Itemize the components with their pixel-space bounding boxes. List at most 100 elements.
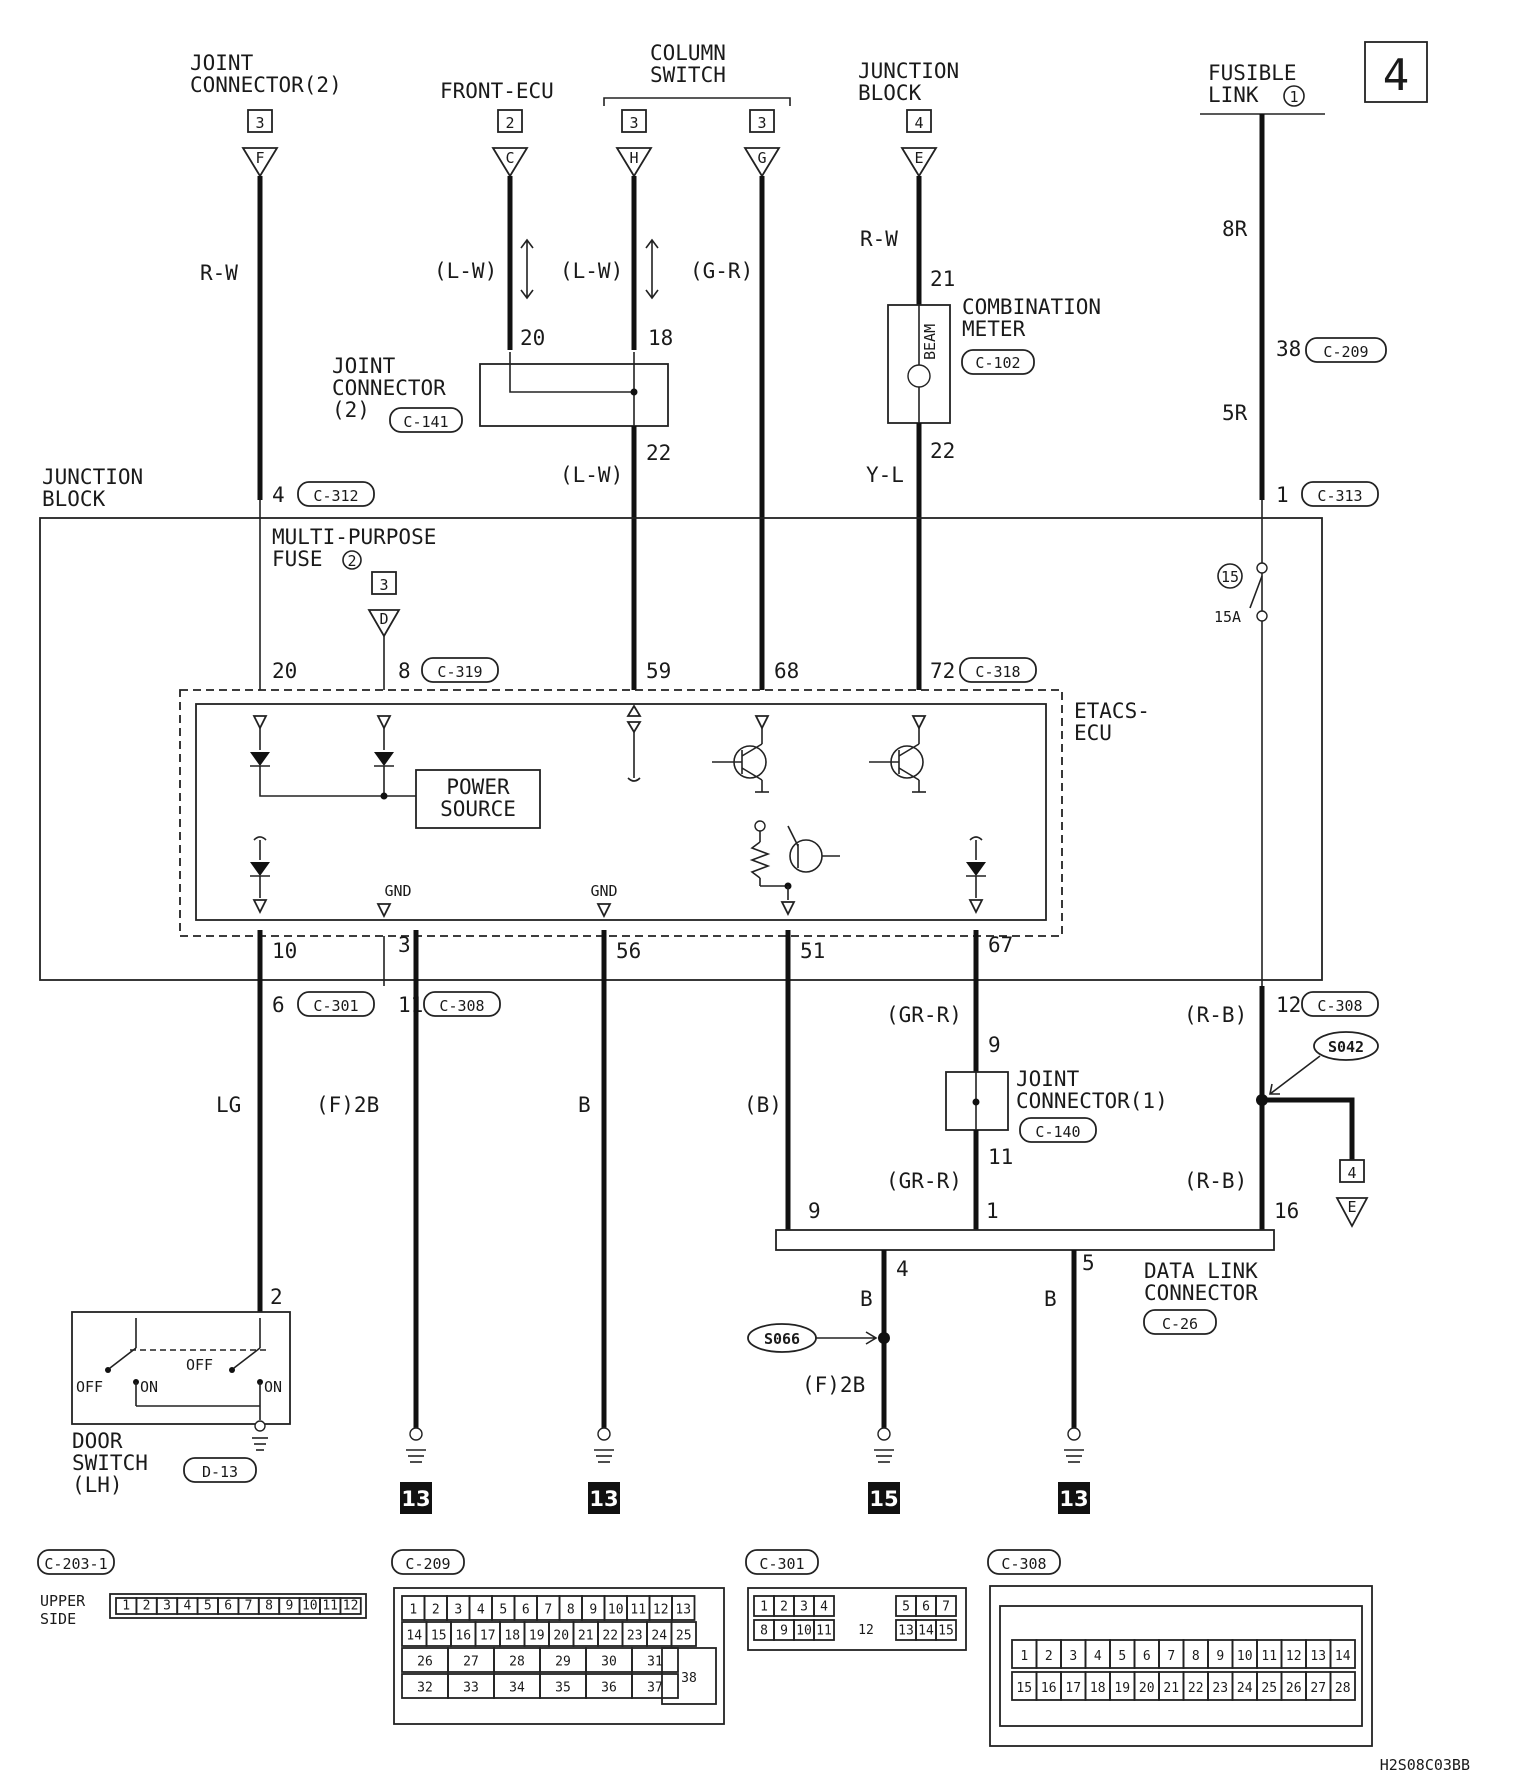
c308-row1-pin-label: 9 <box>1216 1649 1224 1664</box>
ref-joint-connector-2: 3 F <box>241 109 279 178</box>
c308-row2-pin-label: 20 <box>1139 1681 1155 1696</box>
c308-badge-1 <box>423 991 501 1017</box>
door-off-1: OFF <box>76 1378 103 1396</box>
ground-icon-3 <box>874 1427 894 1463</box>
pin-38: 38 <box>1276 337 1301 361</box>
pin-22-meter-out: 22 <box>930 439 955 463</box>
door-switch-box <box>71 1311 291 1425</box>
c209-row2-pin-label: 18 <box>504 1628 520 1643</box>
wire-label-lg: LG <box>216 1093 241 1117</box>
ref-letter: G <box>757 149 766 167</box>
c301-row1a-cell <box>813 1595 835 1617</box>
wire-label-f2b-2: (F)2B <box>802 1373 865 1397</box>
etacs-pin-8: 8 <box>398 659 411 683</box>
wire-label-5r: 5R <box>1222 401 1248 425</box>
wire-label-gr-r-2: (GR-R) <box>886 1169 962 1193</box>
c301-title-badge <box>745 1549 819 1575</box>
c2031-side-1: UPPER <box>40 1592 86 1610</box>
wire-label-b-dlc5: B <box>1044 1287 1057 1311</box>
c2031-pin-label: 3 <box>163 1599 171 1614</box>
ref-front-ecu: 2 C <box>491 109 529 178</box>
c301-mid-pin-label: 12 <box>858 1623 874 1638</box>
c301-row2a-cell <box>813 1619 835 1641</box>
c209-row2-pin-label: 21 <box>578 1628 594 1643</box>
jb-pin-4: 4 <box>272 483 285 507</box>
etacs-label-2: ECU <box>1074 721 1112 745</box>
c209-big-cell <box>661 1647 717 1705</box>
bidirectional-arrow-2 <box>645 238 659 300</box>
wire-label-y-l: Y-L <box>866 463 904 487</box>
c209-row3-cell <box>631 1647 679 1673</box>
c301-row1b-pin-label: 6 <box>922 1599 930 1614</box>
beam-indicator-icon <box>907 364 931 388</box>
wire-label-g-r: (G-R) <box>690 259 753 283</box>
c209-row1-pin-label: 9 <box>589 1602 597 1617</box>
ref-page: 2 <box>505 114 514 132</box>
page-number: 4 <box>1383 50 1410 101</box>
ref-d: 3 D <box>367 571 401 638</box>
fuse-num: 15 <box>1221 568 1239 586</box>
dlc-conn: C-26 <box>1162 1315 1198 1333</box>
dlc-conn-badge <box>1143 1309 1217 1335</box>
c308-row2-pin-label: 28 <box>1335 1681 1351 1696</box>
junction-block-top-label-2: BLOCK <box>858 81 922 105</box>
dlc-pin-4: 4 <box>896 1257 909 1281</box>
c301-row1a-pin-label: 2 <box>780 1599 788 1614</box>
c308-row1-pin-label: 10 <box>1237 1649 1253 1664</box>
ground-ref-box-1 <box>400 1482 432 1514</box>
c301-row1b-cell <box>935 1595 957 1617</box>
c308-row1-pin-label: 11 <box>1261 1649 1277 1664</box>
wire-label-b: B <box>578 1093 591 1117</box>
door-off-2: OFF <box>186 1356 213 1374</box>
c209-row4-pin-label: 33 <box>463 1680 479 1695</box>
c209-row1-pin-label: 8 <box>567 1602 575 1617</box>
ref-page: 4 <box>914 114 923 132</box>
ref-letter: F <box>255 149 264 167</box>
c301-row1a-pin-label: 4 <box>820 1599 828 1614</box>
wire-label-gr-r-1: (GR-R) <box>886 1003 962 1027</box>
jc1-label-1: JOINT <box>1016 1067 1080 1091</box>
mpf-num-circle <box>342 550 362 570</box>
c209-row2-pin-label: 23 <box>627 1628 643 1643</box>
fuse-terminal-bottom <box>1256 610 1268 622</box>
c308-face <box>989 1585 1373 1747</box>
pin-6: 6 <box>272 993 285 1017</box>
mpf-label-1: MULTI-PURPOSE <box>272 525 436 549</box>
c209-row1-pin-label: 4 <box>477 1602 485 1617</box>
c209-row1-pin-label: 10 <box>608 1602 624 1617</box>
c308-row1-pin-label: 14 <box>1335 1649 1351 1664</box>
c209-title: C-209 <box>405 1555 450 1573</box>
c209-row3-pin-label: 28 <box>509 1654 525 1669</box>
c209-row1-cell <box>671 1595 696 1621</box>
ref-letter: E <box>914 149 923 167</box>
c308-row2-pin-label: 25 <box>1261 1681 1277 1696</box>
column-switch-label-1: COLUMN <box>650 41 726 65</box>
pin-12: 12 <box>1276 993 1301 1017</box>
ground-ref-3: 15 <box>869 1487 898 1511</box>
wire-label-r-w-meter: R-W <box>860 227 898 251</box>
c308-row1-pin-label: 7 <box>1167 1649 1175 1664</box>
c2031-side-2: SIDE <box>40 1610 76 1628</box>
etacs-pin-68: 68 <box>774 659 799 683</box>
ref-column-switch-h: 3 H <box>615 109 653 178</box>
door-pin-2: 2 <box>270 1285 283 1309</box>
c301-row2a-pin-label: 8 <box>760 1623 768 1638</box>
c2031-title-badge <box>37 1549 115 1575</box>
ref-letter: E <box>1347 1198 1356 1216</box>
wire-label-8r: 8R <box>1222 217 1248 241</box>
fusible-link-num-circle <box>1283 85 1305 107</box>
etacs-c318: C-318 <box>975 663 1020 681</box>
ground-ref-2: 13 <box>589 1487 618 1511</box>
etacs-pin-10: 10 <box>272 939 297 963</box>
c209-big-pin-label: 38 <box>681 1671 697 1686</box>
c308-row2-pin-label: 15 <box>1016 1681 1032 1696</box>
c301-row2a-pin-label: 11 <box>816 1623 832 1638</box>
c308-row2-pin-label: 18 <box>1090 1681 1106 1696</box>
c209-row4-pin-label: 35 <box>555 1680 571 1695</box>
c2031-pin-label: 10 <box>302 1599 318 1614</box>
fusible-link-label-2: LINK <box>1208 83 1259 107</box>
